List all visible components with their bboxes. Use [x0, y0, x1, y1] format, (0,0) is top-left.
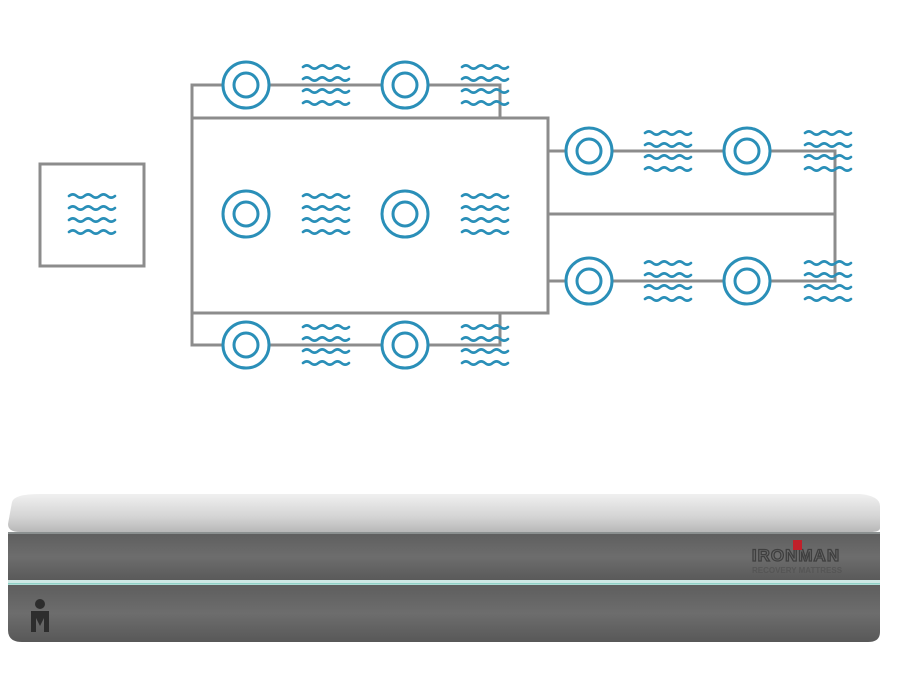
- concentric-circle-icon: [221, 189, 271, 239]
- concentric-circle-icon: [221, 60, 271, 110]
- m-dot-red-mark: [793, 540, 802, 550]
- mattress-top-layer: [8, 494, 880, 532]
- brand-name: IRONMAN: [752, 546, 840, 565]
- concentric-circle-icon: [722, 256, 772, 306]
- wave-lines-icon: [460, 324, 510, 366]
- m-dot-logo-icon: [31, 599, 49, 632]
- concentric-circle-icon: [221, 320, 271, 370]
- wave-lines-icon: [301, 193, 351, 235]
- concentric-circle-icon: [380, 320, 430, 370]
- right-branch-line: [548, 149, 837, 283]
- wave-lines-icon: [803, 260, 853, 302]
- bottom-bracket-line: [190, 313, 502, 347]
- concentric-circle-icon: [380, 189, 430, 239]
- brand-label: IRONMAN RECOVERY MATTRESS: [751, 540, 843, 575]
- mattress-trim-line: [8, 580, 880, 585]
- wave-lines-icon: [67, 193, 117, 235]
- coil-group: [221, 60, 772, 370]
- wave-lines-icon: [803, 130, 853, 172]
- mattress-middle-layer: [8, 532, 880, 582]
- single-layer-box: [38, 162, 146, 268]
- wave-lines-icon: [643, 260, 693, 302]
- concentric-circle-icon: [564, 256, 614, 306]
- main-layer-block: [190, 83, 837, 347]
- mattress-bottom-layer: [8, 585, 880, 642]
- wave-group: [67, 64, 853, 366]
- wave-lines-icon: [460, 64, 510, 106]
- concentric-circle-icon: [564, 126, 614, 176]
- brand-subtitle: RECOVERY MATTRESS: [752, 566, 843, 575]
- wave-lines-icon: [301, 324, 351, 366]
- mattress-photo: IRONMAN RECOVERY MATTRESS: [8, 494, 880, 642]
- concentric-circle-icon: [722, 126, 772, 176]
- wave-lines-icon: [460, 193, 510, 235]
- concentric-circle-icon: [380, 60, 430, 110]
- wave-lines-icon: [643, 130, 693, 172]
- wave-lines-icon: [301, 64, 351, 106]
- mattress-layers-diagram: [38, 60, 853, 370]
